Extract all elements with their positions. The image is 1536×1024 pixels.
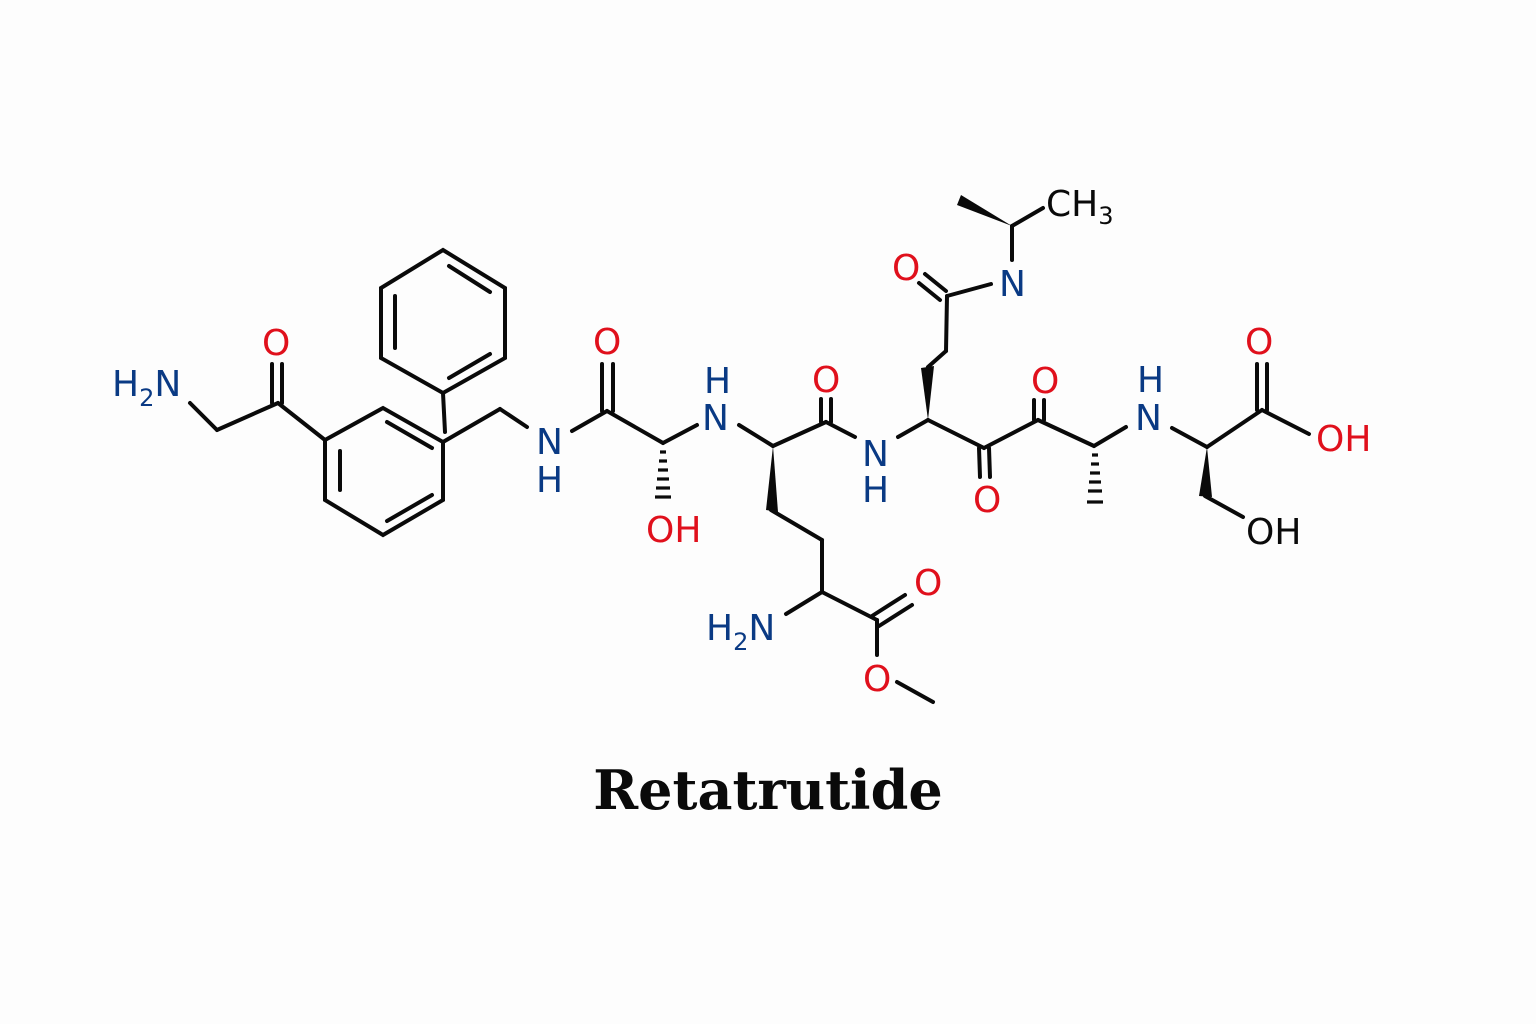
atom-nh-3-n: N bbox=[862, 434, 889, 475]
atom-nh-1-n: N bbox=[536, 422, 563, 463]
atom-oh-acid: OH bbox=[1316, 419, 1371, 460]
hashed-bond-methyl bbox=[1087, 453, 1103, 504]
atom-oh-serine: OH bbox=[1246, 512, 1301, 553]
atom-nh-2-h: H bbox=[704, 361, 731, 402]
atom-o-ketone-1: O bbox=[262, 323, 290, 364]
atom-n-side-amide: N bbox=[999, 264, 1026, 305]
atom-nh-4-h: H bbox=[1137, 360, 1164, 401]
hashed-bond-oh bbox=[655, 450, 671, 499]
atom-o-diketone-down: O bbox=[973, 480, 1001, 521]
atom-o-amide-1: O bbox=[593, 322, 621, 363]
atom-o-diketone-up: O bbox=[1031, 361, 1059, 402]
atom-o-amide-2: O bbox=[812, 360, 840, 401]
atom-o-ester: O bbox=[863, 659, 891, 700]
atom-nh-1-h: H bbox=[536, 460, 563, 501]
bonds bbox=[188, 195, 1311, 704]
atom-h2n-side: H2N bbox=[706, 608, 775, 656]
atom-ch3: CH3 bbox=[1046, 184, 1114, 230]
atom-o-ester-carbonyl: O bbox=[914, 563, 942, 604]
compound-name-title: Retatrutide bbox=[593, 758, 943, 822]
atom-o-acid: O bbox=[1245, 322, 1273, 363]
atom-nh-3-h: H bbox=[862, 470, 889, 511]
atom-nh-4-n: N bbox=[1135, 398, 1162, 439]
atom-h2n-terminal: H2N bbox=[112, 364, 181, 412]
atom-nh-2-n: N bbox=[702, 398, 729, 439]
atom-labels: H2N O N H O OH H N O N H H2N O O O N CH3… bbox=[112, 184, 1371, 700]
atom-o-side-amide: O bbox=[892, 248, 920, 289]
atom-oh-1: OH bbox=[646, 510, 701, 551]
